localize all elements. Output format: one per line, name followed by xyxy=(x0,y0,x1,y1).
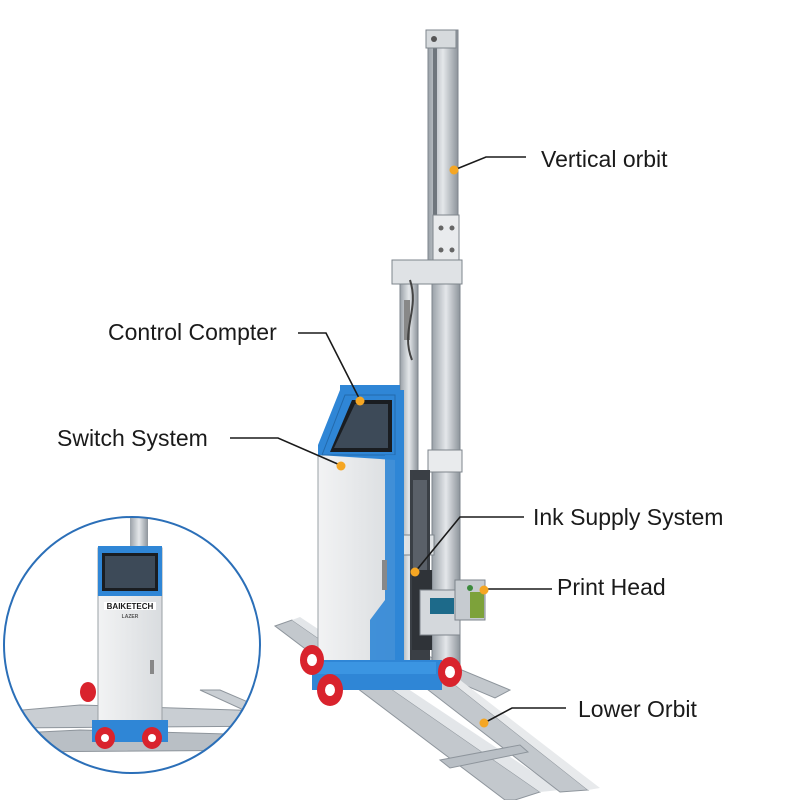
dot-control-computer xyxy=(355,396,365,406)
dot-ink-supply xyxy=(410,567,420,577)
leader-ink-supply xyxy=(414,516,524,573)
wheels xyxy=(300,645,462,706)
callout-dots xyxy=(336,165,489,728)
callout-leaders xyxy=(230,156,566,724)
leader-switch-system xyxy=(230,437,341,466)
label-control-computer: Control Compter xyxy=(108,319,277,345)
dot-vertical-orbit xyxy=(449,165,459,175)
dot-print-head xyxy=(479,585,489,595)
inset-border xyxy=(3,516,261,774)
label-print-head: Print Head xyxy=(557,574,666,600)
leader-control-computer xyxy=(298,332,361,401)
label-lower-orbit: Lower Orbit xyxy=(578,696,697,722)
inset-detail: BAIKETECH LAZER xyxy=(3,516,261,774)
leader-vertical-orbit xyxy=(453,156,526,171)
inset-brand-sub: LAZER xyxy=(122,614,139,620)
label-switch-system: Switch System xyxy=(57,425,208,451)
label-ink-supply-system: Ink Supply System xyxy=(533,504,724,530)
leader-lower-orbit xyxy=(483,707,566,724)
label-vertical-orbit: Vertical orbit xyxy=(541,146,668,172)
inset-brand-name: BAIKETECH xyxy=(107,602,154,611)
dot-switch-system xyxy=(336,461,346,471)
dot-lower-orbit xyxy=(479,718,489,728)
print-head-assembly xyxy=(412,570,486,650)
control-cabinet xyxy=(312,385,442,690)
